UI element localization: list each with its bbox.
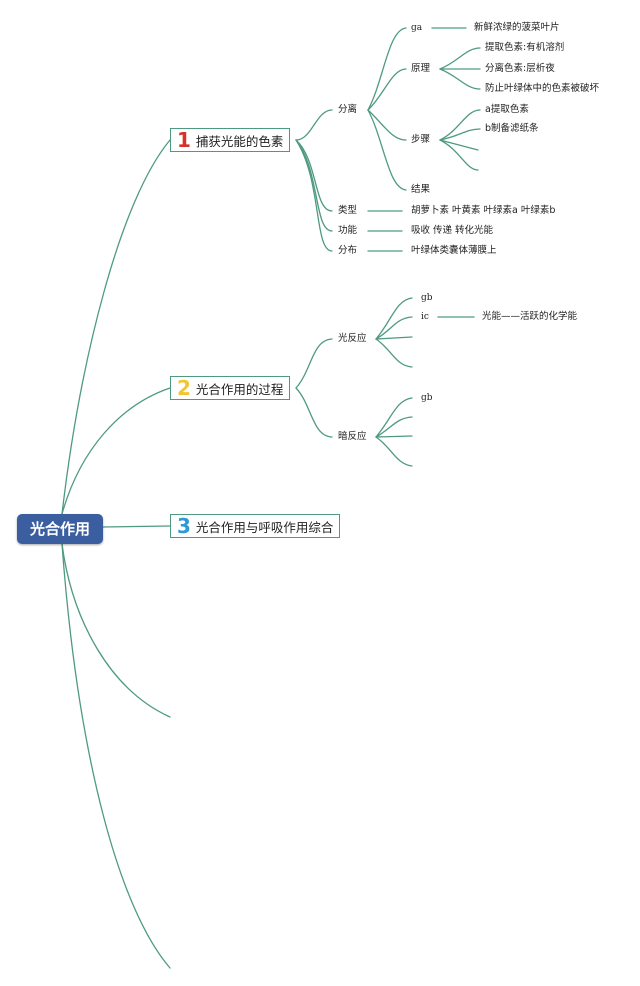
connector-guang-3 xyxy=(375,336,413,340)
node-leixing-leaf[interactable]: 胡萝卜素 叶黄素 叶绿素a 叶绿素b xyxy=(411,205,556,216)
connector-guang-4 xyxy=(375,338,413,368)
node-fenli[interactable]: 分离 xyxy=(338,104,358,115)
connector-t2-guang xyxy=(295,338,333,389)
node-gb[interactable]: gb xyxy=(421,293,433,303)
node-fenbu-leaf[interactable]: 叶绿体类囊体薄膜上 xyxy=(411,245,497,256)
node-buzhou-item[interactable]: b制备滤纸条 xyxy=(485,123,539,134)
node-anfanying[interactable]: 暗反应 xyxy=(338,431,367,442)
node-gongneng[interactable]: 功能 xyxy=(338,225,358,236)
connector-root-topic3 xyxy=(102,525,171,528)
topic-2[interactable]: 2 光合作用的过程 xyxy=(170,376,291,400)
connector-an-3 xyxy=(375,435,413,438)
connector-guang-1 xyxy=(375,297,413,340)
node-ic[interactable]: ic xyxy=(421,312,429,322)
connector-yuanli-1 xyxy=(439,47,481,70)
connector-t1-leixing xyxy=(295,139,333,212)
root-node[interactable]: 光合作用 xyxy=(17,514,103,544)
connector-t1-fenbu xyxy=(295,139,333,252)
node-ga-leaf[interactable]: 新鲜浓绿的菠菜叶片 xyxy=(474,22,560,33)
node-buzhou[interactable]: 步骤 xyxy=(411,134,431,145)
connector-buzhou-1 xyxy=(439,109,481,141)
node-leixing[interactable]: 类型 xyxy=(338,205,358,216)
topic-3[interactable]: 3 光合作用与呼吸作用综合 xyxy=(170,514,341,538)
connector-an-1 xyxy=(375,397,413,438)
connector-root-empty1 xyxy=(61,543,171,718)
node-yuanli-item[interactable]: 防止叶绿体中的色素被破坏 xyxy=(485,83,600,94)
node-gongneng-leaf[interactable]: 吸收 传递 转化光能 xyxy=(411,225,494,236)
connector-an-2 xyxy=(375,416,413,438)
connector-buzhou-3 xyxy=(439,139,479,151)
connector-fenli-buzhou xyxy=(367,109,407,141)
node-yuanli-item[interactable]: 分离色素:层析夜 xyxy=(485,63,555,74)
node-guangfanying[interactable]: 光反应 xyxy=(338,333,367,344)
connector-fenli-yuanli xyxy=(367,68,407,111)
connector-t2-an xyxy=(295,387,333,438)
topic-title: 捕获光能的色素 xyxy=(195,133,284,149)
connector-guang-2 xyxy=(375,316,413,340)
topic-title: 光合作用的过程 xyxy=(195,381,284,397)
connector-yuanli-3 xyxy=(439,68,481,90)
connector-an-4 xyxy=(375,436,413,467)
node-gb[interactable]: gb xyxy=(421,393,433,403)
topic-1[interactable]: 1 捕获光能的色素 xyxy=(170,128,291,152)
connector-root-empty2 xyxy=(61,543,171,969)
node-jieguo[interactable]: 结果 xyxy=(411,184,431,195)
topic-number: 2 xyxy=(177,376,191,400)
node-ga[interactable]: ga xyxy=(411,23,423,33)
topic-number: 1 xyxy=(177,128,191,152)
connector-buzhou-2 xyxy=(439,128,481,141)
connector-t1-gongneng xyxy=(295,139,333,232)
connector-root-topic2 xyxy=(61,387,171,515)
connector-fenli-jieguo xyxy=(367,109,407,191)
node-fenbu[interactable]: 分布 xyxy=(338,245,358,256)
topic-number: 3 xyxy=(177,514,191,538)
connector-t1-fenli xyxy=(295,109,333,141)
node-yuanli-item[interactable]: 提取色素:有机溶剂 xyxy=(485,42,565,53)
connector-root-topic1 xyxy=(61,139,171,515)
node-ic-leaf[interactable]: 光能——活跃的化学能 xyxy=(482,311,578,322)
topic-title: 光合作用与呼吸作用综合 xyxy=(195,519,334,535)
node-buzhou-item[interactable]: a提取色素 xyxy=(485,104,529,115)
connector-fenli-ga xyxy=(367,27,407,111)
connector-buzhou-4 xyxy=(439,139,479,171)
node-yuanli[interactable]: 原理 xyxy=(411,63,431,74)
